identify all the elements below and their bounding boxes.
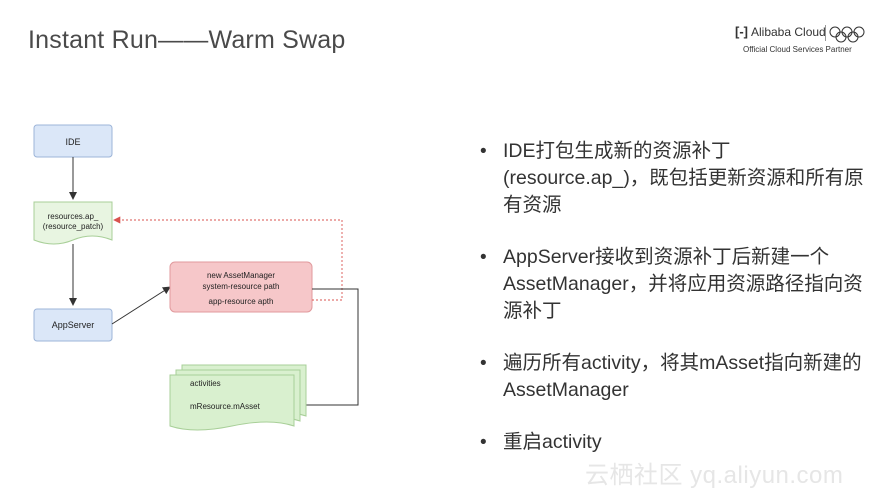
appserver-box: [33, 308, 113, 342]
bullet-text: AppServer接收到资源补丁后新建一个AssetManager，并将应用资源…: [503, 246, 863, 322]
brand-name: [-] Alibaba Cloud: [735, 24, 826, 39]
watermark: 云栖社区 yq.aliyun.com: [585, 462, 844, 489]
brand-mark-icon: [-]: [735, 24, 748, 39]
asset-manager-line3: app-resource apth: [209, 297, 274, 306]
bullet-text: 遍历所有activity，将其mAsset指向新建的AssetManager: [503, 352, 862, 401]
arrow-appserver-to-assetmanager: [111, 286, 171, 325]
bullet-text: IDE打包生成新的资源补丁(resource.ap_)，既包括更新资源和所有原有…: [503, 140, 864, 216]
asset-manager-line2: system-resource path: [203, 282, 280, 291]
bullet-dot: •: [480, 247, 487, 268]
ide-label: IDE: [65, 137, 80, 147]
bullet-dot: •: [480, 353, 487, 374]
alibaba-cloud-logo: [-] Alibaba Cloud Official Cloud Service…: [735, 24, 870, 60]
bullet-item: • 重启activity: [478, 429, 868, 456]
partner-tagline: Official Cloud Services Partner: [743, 45, 852, 54]
bullet-item: • 遍历所有activity，将其mAsset指向新建的AssetManager: [478, 350, 868, 404]
bullet-text: 重启activity: [503, 431, 602, 453]
logo-divider: [825, 25, 826, 41]
asset-manager-box: [169, 261, 313, 313]
bullet-dot: •: [480, 432, 487, 453]
patch-label-line2: (resource_patch): [43, 222, 104, 231]
link-to-activities: [275, 288, 359, 409]
bullet-list: • IDE打包生成新的资源补丁(resource.ap_)，既包括更新资源和所有原…: [478, 138, 868, 481]
olympic-rings-icon: [829, 26, 865, 43]
dashed-link-to-patch: [113, 216, 343, 301]
appserver-label: AppServer: [52, 320, 95, 330]
patch-label-line1: resources.ap_: [48, 212, 99, 221]
bullet-item: • AppServer接收到资源补丁后新建一个AssetManager，并将应用资…: [478, 244, 868, 325]
mresource-label: mResource.mAsset: [190, 402, 261, 411]
slide-title: Instant Run——Warm Swap: [28, 26, 346, 54]
bullet-dot: •: [480, 141, 487, 162]
activities-doc-front: [169, 374, 295, 431]
bullet-item: • IDE打包生成新的资源补丁(resource.ap_)，既包括更新资源和所有原…: [478, 138, 868, 219]
asset-manager-line1: new AssetManager: [207, 271, 275, 280]
brand-label: Alibaba Cloud: [751, 24, 826, 39]
activities-label: activities: [190, 379, 221, 388]
resource-patch-document: [33, 201, 113, 245]
